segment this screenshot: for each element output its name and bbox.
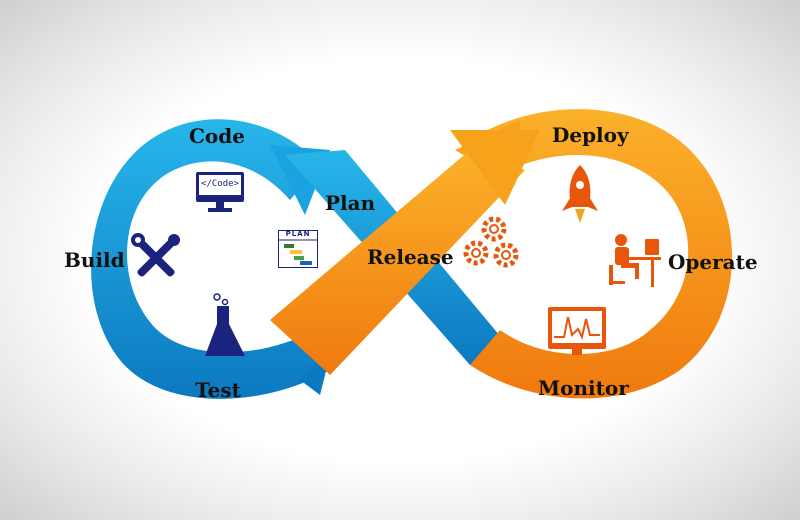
stage-deploy: Deploy [552,123,629,147]
plan-board-icon: PLAN [277,229,319,269]
blue-ring [91,119,330,399]
stage-operate: Operate [668,250,758,274]
rocket-icon [560,165,600,225]
code-screen-text: </Code> [201,179,239,189]
orange-arrow-release [450,130,540,205]
tools-icon [130,232,182,284]
gears-icon [462,215,522,270]
orange-ring [470,109,733,399]
stage-build: Build [64,248,125,272]
stage-release: Release [367,245,454,269]
monitor-code-icon: </Code> [196,172,244,214]
stage-monitor: Monitor [538,376,629,400]
plan-board-text: PLAN [285,230,311,238]
stage-code: Code [189,124,245,148]
flask-icon [203,292,247,358]
operator-desk-icon [605,233,663,291]
orange-diagonal-band [270,150,525,375]
monitor-chart-icon [548,307,606,357]
stage-plan: Plan [325,191,376,215]
stage-test: Test [195,378,241,402]
